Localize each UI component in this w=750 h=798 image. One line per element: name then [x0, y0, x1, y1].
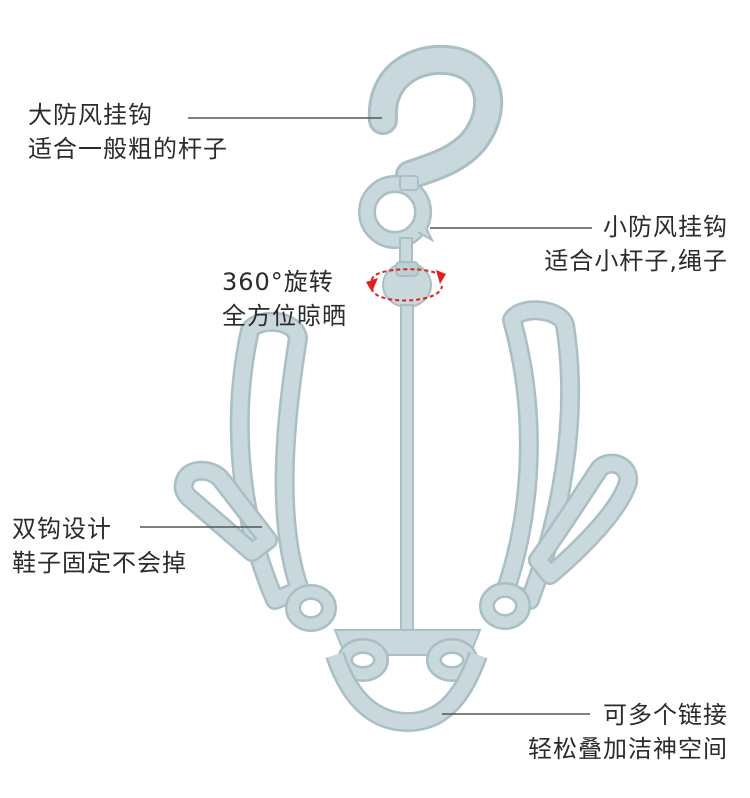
- label-double-hook: 双钩设计 鞋子固定不会掉: [12, 512, 187, 580]
- label-double-hook-title: 双钩设计: [12, 515, 112, 543]
- rotation-arrow: [366, 268, 446, 302]
- label-small-hook: 小防风挂钩 适合小杆子,绳子: [544, 210, 728, 278]
- small-hook: [358, 175, 435, 249]
- bottom-bowl: [325, 651, 488, 733]
- label-chain-title: 可多个链接: [603, 701, 728, 729]
- label-big-hook-desc: 适合一般粗的杆子: [28, 135, 228, 163]
- label-double-hook-desc: 鞋子固定不会掉: [12, 549, 187, 577]
- label-chain: 可多个链接 轻松叠加洁神空间: [528, 698, 728, 766]
- central-stem: [400, 304, 414, 636]
- label-small-hook-desc: 适合小杆子,绳子: [544, 247, 728, 275]
- big-hook: [367, 44, 504, 190]
- label-rotation-desc: 全方位晾晒: [222, 302, 347, 330]
- label-big-hook-title: 大防风挂钩: [28, 101, 153, 129]
- left-short-arm: [173, 460, 278, 562]
- label-rotation-title: 360°旋转: [222, 268, 334, 296]
- label-big-hook: 大防风挂钩 适合一般粗的杆子: [28, 98, 228, 166]
- leader-lines: [140, 117, 592, 715]
- swivel-joint: [382, 237, 432, 308]
- left-long-arm: [229, 311, 310, 610]
- label-rotation: 360°旋转 全方位晾晒: [222, 265, 347, 333]
- right-short-arm: [528, 453, 639, 585]
- label-chain-desc: 轻松叠加洁神空间: [528, 735, 728, 763]
- label-small-hook-title: 小防风挂钩: [603, 213, 728, 241]
